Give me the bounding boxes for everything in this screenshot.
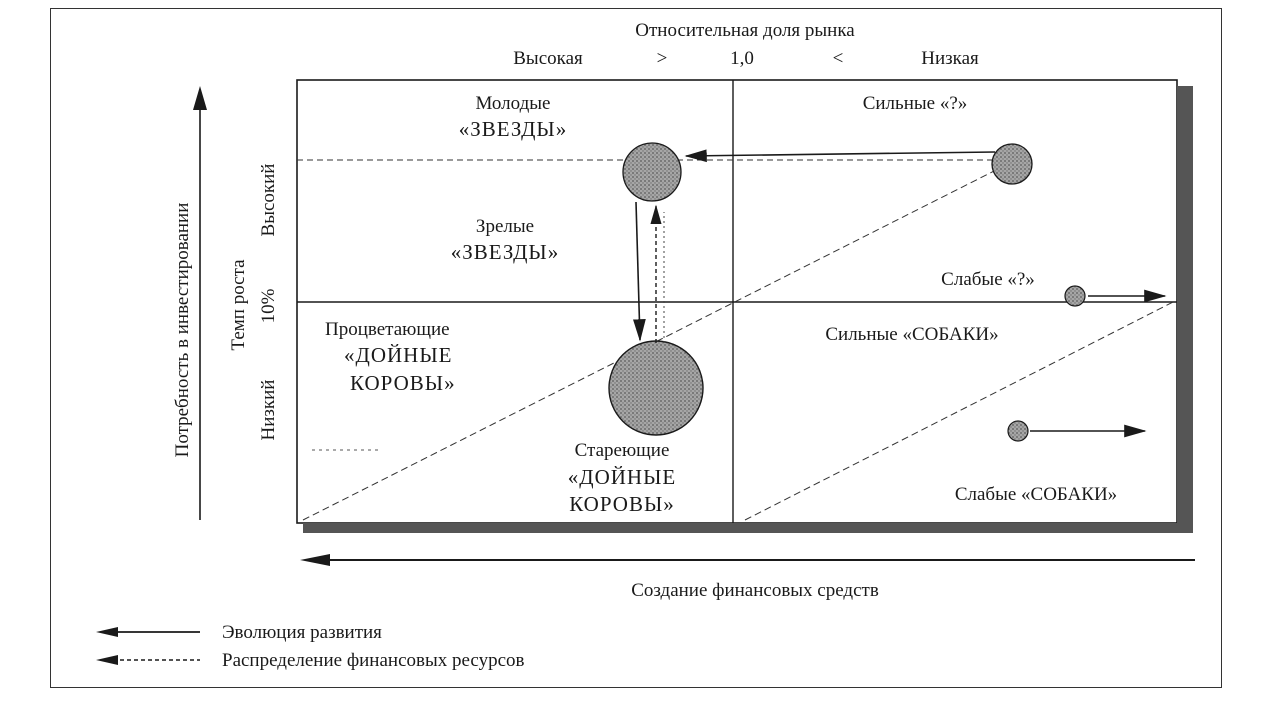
legend-evolution-label: Эволюция развития <box>222 622 382 643</box>
legend-dashed-arrowhead <box>96 655 118 665</box>
weak-dogs-label: Слабые «СОБАКИ» <box>955 484 1117 505</box>
finance-axis-label: Создание финансовых средств <box>631 580 879 601</box>
aging-cows-line2: «ДОЙНЫЕ <box>568 465 676 489</box>
mature-stars-line2: «ЗВЕЗДЫ» <box>451 240 560 264</box>
aging-cows-line3: КОРОВЫ» <box>569 492 675 516</box>
star-to-cow-arrow <box>633 201 646 342</box>
finance-axis-arrowhead <box>300 554 330 566</box>
cash-cow-bubble <box>608 340 704 436</box>
diagram-frame <box>50 8 1222 688</box>
weak-dog-bubble <box>1007 420 1029 442</box>
weak-question-bubble <box>1064 285 1086 307</box>
weak-question-label: Слабые «?» <box>941 269 1035 290</box>
growth-pct-label: 10% <box>258 288 279 323</box>
matrix-shadow-bottom <box>303 523 1193 533</box>
investment-axis-arrowhead <box>193 86 207 110</box>
share-high-label: Высокая <box>513 48 583 69</box>
question-to-star-arrow <box>684 149 996 163</box>
growth-rate-label: Темп роста <box>228 259 249 351</box>
strong-question-label: Сильные «?» <box>863 93 968 114</box>
diagonal-dashed-right <box>744 299 1178 521</box>
gt-sign: > <box>657 48 668 69</box>
growth-low-label: Низкий <box>258 380 279 441</box>
matrix-shadow-right <box>1177 86 1193 533</box>
prosper-cows-line3: КОРОВЫ» <box>350 371 456 395</box>
market-share-title: Относительная доля рынка <box>635 20 855 41</box>
legend-solid-arrowhead <box>96 627 118 637</box>
mature-stars-line1: Зрелые <box>476 216 534 237</box>
legend-allocation-label: Распределение финансовых ресурсов <box>222 650 525 671</box>
lt-sign: < <box>833 48 844 69</box>
strong-question-bubble <box>991 143 1033 185</box>
aging-cows-line1: Стареющие <box>575 440 670 461</box>
young-stars-line1: Молодые <box>476 93 551 114</box>
threshold-label: 1,0 <box>730 48 754 69</box>
growth-high-label: Высокий <box>258 164 279 237</box>
prosper-cows-line1: Процветающие <box>325 319 450 340</box>
young-stars-line2: «ЗВЕЗДЫ» <box>459 117 568 141</box>
young-star-bubble <box>622 142 682 202</box>
share-low-label: Низкая <box>921 48 979 69</box>
prosper-cows-line2: «ДОЙНЫЕ <box>344 343 452 367</box>
strong-dogs-label: Сильные «СОБАКИ» <box>825 324 998 345</box>
investment-need-label: Потребность в инвестировании <box>172 203 193 458</box>
